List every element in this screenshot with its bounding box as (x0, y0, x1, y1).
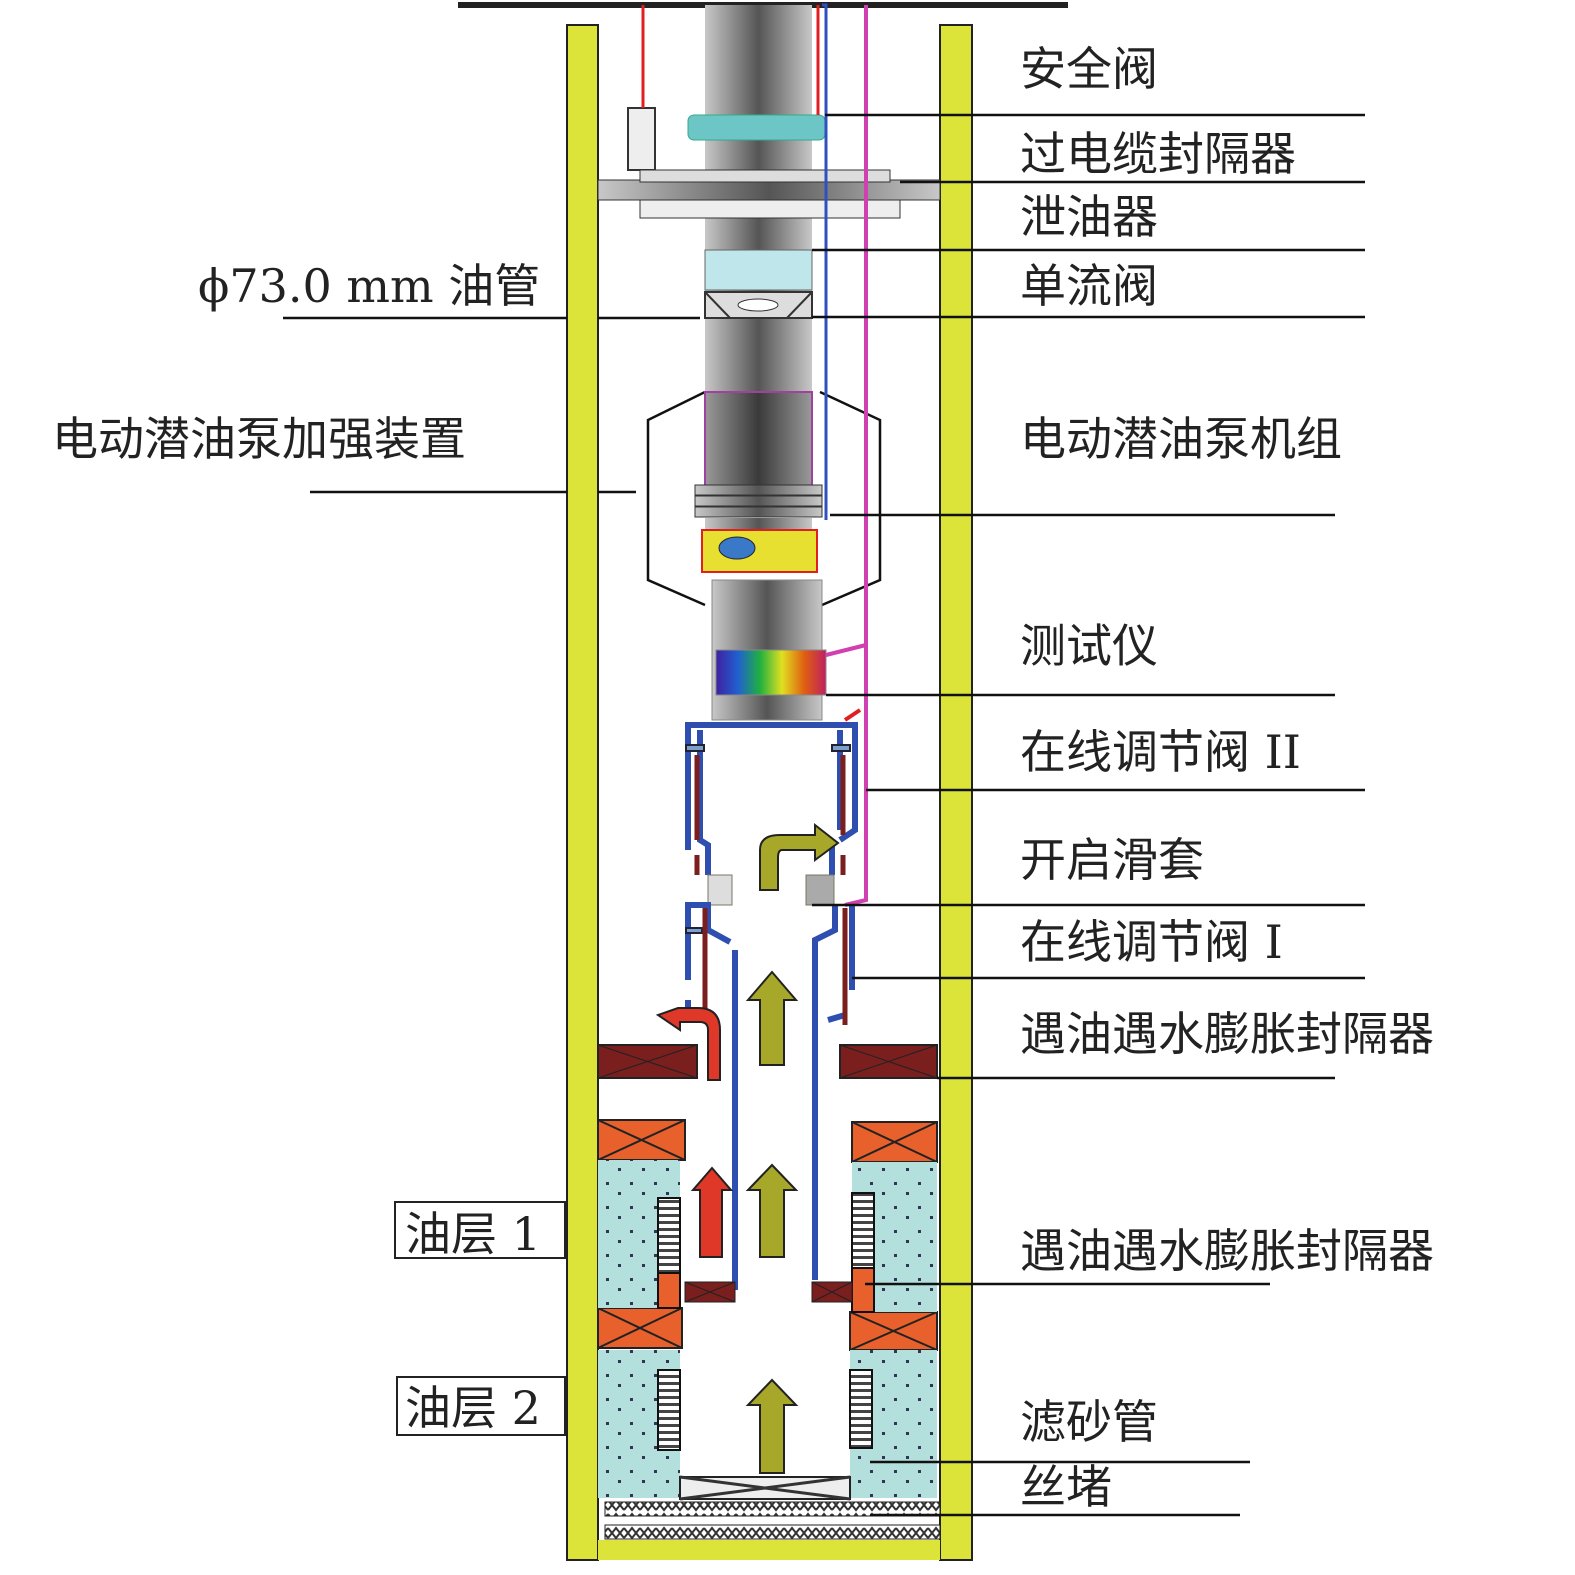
sand-screens (657, 1192, 875, 1451)
label-oil-layer-2: 油层 2 (405, 1381, 541, 1435)
pump-reinforcement-frame (646, 390, 882, 607)
oil-layer-2-box (396, 1376, 566, 1436)
tester (715, 649, 827, 696)
sliding-sleeve-left (707, 874, 733, 906)
orange-packers (597, 1119, 938, 1351)
motor-indicator (718, 536, 756, 560)
label-esp-unit: 电动潜油泵机组 (1020, 412, 1342, 466)
flow-arrows (655, 822, 840, 1474)
cable-blue (822, 3, 828, 520)
label-tester: 测试仪 (1020, 619, 1158, 673)
casing-right (939, 24, 973, 1561)
label-sand-screen: 滤砂管 (1020, 1395, 1158, 1449)
label-swell-packer-lower: 遇油遇水膨胀封隔器 (1020, 1224, 1434, 1278)
valve-ii-sleeve (694, 755, 846, 875)
inner-seals (684, 1281, 853, 1303)
label-sliding-sleeve: 开启滑套 (1020, 833, 1204, 887)
safety-valve (627, 107, 656, 171)
leader-lines-right (283, 113, 1365, 1517)
check-valve-funnel (704, 291, 813, 319)
plug (604, 1475, 941, 1540)
label-safety-valve: 安全阀 (1020, 42, 1158, 96)
oil-layer-1-box (394, 1201, 566, 1259)
casing-bottom (598, 1540, 940, 1560)
label-plug: 丝堵 (1020, 1460, 1112, 1514)
label-oil-layer-1: 油层 1 (405, 1207, 541, 1261)
cable-magenta (844, 5, 868, 907)
label-oil-drain: 泄油器 (1020, 190, 1158, 244)
label-swell-packer-upper: 遇油遇水膨胀封隔器 (1020, 1007, 1434, 1061)
label-cable-packer: 过电缆封隔器 (1020, 127, 1296, 181)
regulator-valve-i (685, 902, 855, 1290)
pump-rings (694, 484, 823, 530)
label-regulator-valve-i: 在线调节阀 I (1020, 915, 1283, 969)
check-valve (704, 249, 813, 291)
swell-packer-upper (597, 1044, 938, 1079)
pump-unit (704, 391, 813, 491)
label-pump-reinforcement: 电动潜油泵加强装置 (52, 412, 466, 466)
sliding-sleeve-right (805, 874, 835, 906)
cable-packer (687, 114, 826, 141)
casing-left (566, 24, 599, 1561)
pump-motor-box (701, 529, 818, 573)
label-tubing: ϕ73.0 mm 油管 (198, 259, 540, 313)
label-regulator-valve-ii: 在线调节阀 II (1020, 725, 1301, 779)
regulator-valve-ii (685, 722, 858, 875)
valve-i-sleeve (702, 908, 848, 1025)
oil-drain (597, 169, 941, 219)
label-check-valve: 单流阀 (1020, 259, 1158, 313)
